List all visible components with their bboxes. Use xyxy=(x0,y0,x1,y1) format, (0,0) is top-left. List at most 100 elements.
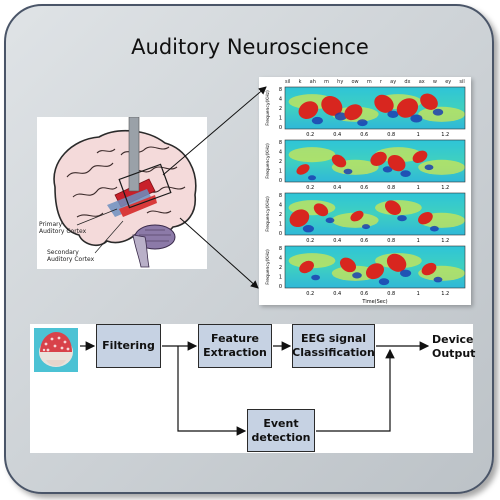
x-tick-label: 0.2 xyxy=(306,185,314,191)
spectrogram-band xyxy=(288,253,336,269)
x-tick-label: 0.2 xyxy=(306,291,314,297)
x-tick-label: 0.4 xyxy=(333,291,341,297)
spectrogram-energy-mark xyxy=(418,211,433,225)
spectrogram-energy-mark xyxy=(365,263,385,280)
spectrogram-energy-mark xyxy=(396,98,419,118)
spectrogram-energy-mark xyxy=(412,150,428,164)
feature-extraction-box: Feature Extraction xyxy=(198,324,272,368)
spectrogram-frame xyxy=(284,86,466,130)
spectrogram-energy-mark xyxy=(331,154,347,168)
spectrogram-energy-mark xyxy=(350,210,364,222)
x-tick-label: 1 xyxy=(417,291,420,297)
y-tick-label: 8 xyxy=(279,140,282,146)
y-tick-label: 1 xyxy=(279,275,282,281)
spectrogram-low-mark xyxy=(387,110,399,118)
eeg-classification-box: EEG signal Classification xyxy=(292,324,375,368)
x-tick-label: 0.8 xyxy=(387,238,395,244)
x-tick-label: 1.2 xyxy=(441,291,449,297)
y-tick-label: 1 xyxy=(279,116,282,122)
spectrogram-low-mark xyxy=(311,274,320,281)
phoneme-label: ey xyxy=(445,79,452,85)
eeg-cap-photo xyxy=(34,328,78,372)
spectrogram-energy-mark xyxy=(344,104,363,121)
spectrogram-frame xyxy=(284,192,466,236)
y-tick-label: 2 xyxy=(279,265,282,271)
x-tick-label: 0.6 xyxy=(360,291,368,297)
spectrogram-energy-mark xyxy=(296,164,310,175)
x-axis-label: Time(Sec) xyxy=(361,299,387,305)
x-tick-label: 0.4 xyxy=(333,132,341,138)
y-axis-label: Frequency(KHz) xyxy=(265,143,271,179)
spectrogram-low-mark xyxy=(311,116,323,125)
x-tick-label: 1.2 xyxy=(441,185,449,191)
phoneme-label: hy xyxy=(337,79,344,85)
x-tick-label: 0.8 xyxy=(387,132,395,138)
spectrogram-energy-mark xyxy=(420,93,438,110)
y-tick-label: 0 xyxy=(279,125,282,131)
spectrogram-energy-mark xyxy=(421,262,437,276)
y-tick-label: 8 xyxy=(279,193,282,199)
y-axis-label: Frequency(KHz) xyxy=(265,196,271,232)
spectrogram-energy-mark xyxy=(321,96,343,116)
y-axis-label: Frequency(KHz) xyxy=(265,249,271,285)
spectrogram-low-mark xyxy=(410,114,423,123)
spectrogram-energy-mark xyxy=(298,101,319,119)
y-tick-label: 4 xyxy=(279,97,282,103)
x-tick-label: 0.4 xyxy=(333,238,341,244)
y-tick-label: 8 xyxy=(279,246,282,252)
spectrogram-low-mark xyxy=(308,175,316,181)
spectrogram-low-mark xyxy=(424,164,434,171)
spectrogram-energy-mark xyxy=(339,257,357,273)
x-tick-label: 0.8 xyxy=(387,185,395,191)
x-tick-label: 1.2 xyxy=(441,132,449,138)
phoneme-label: sil xyxy=(285,79,291,85)
spectrogram-low-mark xyxy=(362,224,370,230)
phoneme-label: w xyxy=(432,79,437,85)
phoneme-label: ax xyxy=(418,79,425,85)
x-tick-label: 0.2 xyxy=(306,238,314,244)
x-tick-label: 1 xyxy=(417,238,420,244)
y-tick-label: 8 xyxy=(279,87,282,93)
spectrogram-low-mark xyxy=(378,278,390,286)
y-tick-label: 2 xyxy=(279,212,282,218)
spectrogram-low-mark xyxy=(433,276,443,283)
primary-auditory-cortex-label: Primary Auditory Cortex xyxy=(39,221,87,236)
spectrogram-low-mark xyxy=(430,225,439,232)
spectrogram-low-mark xyxy=(343,168,353,175)
y-tick-label: 4 xyxy=(279,203,282,209)
phoneme-label: dx xyxy=(404,79,411,85)
spectrogram-low-mark xyxy=(352,272,362,279)
spectrogram-low-mark xyxy=(400,269,412,277)
x-tick-label: 0.6 xyxy=(360,132,368,138)
x-tick-label: 0.4 xyxy=(333,185,341,191)
spectrogram-low-mark xyxy=(432,108,444,116)
spectrogram-low-mark xyxy=(357,119,368,127)
y-tick-label: 2 xyxy=(279,106,282,112)
y-tick-label: 1 xyxy=(279,169,282,175)
signal-flow-panel: Filtering Feature Extraction EEG signal … xyxy=(30,324,475,453)
y-tick-label: 2 xyxy=(279,159,282,165)
phoneme-label: ow xyxy=(351,79,359,85)
spectrogram-low-mark xyxy=(302,225,314,233)
filtering-box: Filtering xyxy=(96,324,161,368)
phoneme-label: r xyxy=(379,79,382,85)
phoneme-label: ah xyxy=(309,79,316,85)
spectrogram-band xyxy=(418,159,465,175)
spectrogram-band xyxy=(375,147,422,163)
secondary-auditory-cortex-label: Secondary Auditory Cortex xyxy=(47,249,95,264)
y-tick-label: 4 xyxy=(279,256,282,262)
x-tick-label: 0.2 xyxy=(306,132,314,138)
spectrogram-energy-mark xyxy=(384,200,402,215)
phoneme-label: sil xyxy=(459,79,465,85)
phoneme-label: ay xyxy=(390,79,397,85)
spectrogram-energy-mark xyxy=(313,203,329,217)
spectrogram-low-mark xyxy=(334,112,347,121)
spectrogram-frame xyxy=(284,139,466,183)
spectrogram-low-mark xyxy=(397,215,407,222)
spectrogram-frame xyxy=(284,245,466,289)
